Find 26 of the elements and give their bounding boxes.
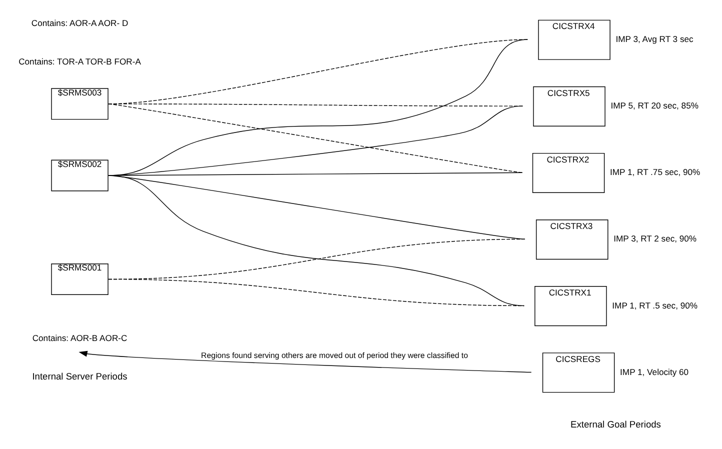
node-label: IMP 1, RT .5 sec, 90%: [612, 300, 698, 310]
node-box: CICSTRX1: [534, 286, 607, 326]
node-box: CICSREGS: [542, 352, 615, 393]
node-label: IMP 5, RT 20 sec, 85%: [610, 100, 698, 111]
connector: [108, 39, 528, 104]
edge-label: Regions found serving others are moved out of period they were classified to: [201, 350, 468, 360]
node-box: CICSTRX3: [536, 220, 608, 260]
node-box: $SRMS003: [51, 88, 108, 120]
connector: [108, 39, 528, 176]
node-box: CICSTRX2: [532, 152, 605, 194]
label: External Goal Periods: [570, 420, 661, 430]
node-box: $SRMS001: [51, 264, 108, 295]
node-box: CICSTRX5: [533, 86, 606, 126]
label: Internal Server Periods: [32, 372, 128, 382]
node-text: Contains: AOR-B AOR-C: [32, 332, 128, 343]
node-label: IMP 3, Avg RT 3 sec: [616, 34, 694, 44]
node-box: CICSTRX4: [538, 20, 610, 60]
connector: [108, 175, 525, 306]
node-text: Contains: AOR-A AOR- D: [31, 18, 128, 28]
arrow: [78, 350, 532, 373]
node-box: $SRMS002: [51, 160, 108, 192]
node-label: IMP 3, RT 2 sec, 90%: [614, 234, 697, 244]
node-text: Contains: TOR-A TOR-B FOR-A: [18, 56, 141, 67]
node-label: IMP 1, Velocity 60: [620, 366, 689, 377]
connector: [108, 278, 525, 306]
node-label: IMP 1, RT .75 sec, 90%: [610, 167, 700, 178]
